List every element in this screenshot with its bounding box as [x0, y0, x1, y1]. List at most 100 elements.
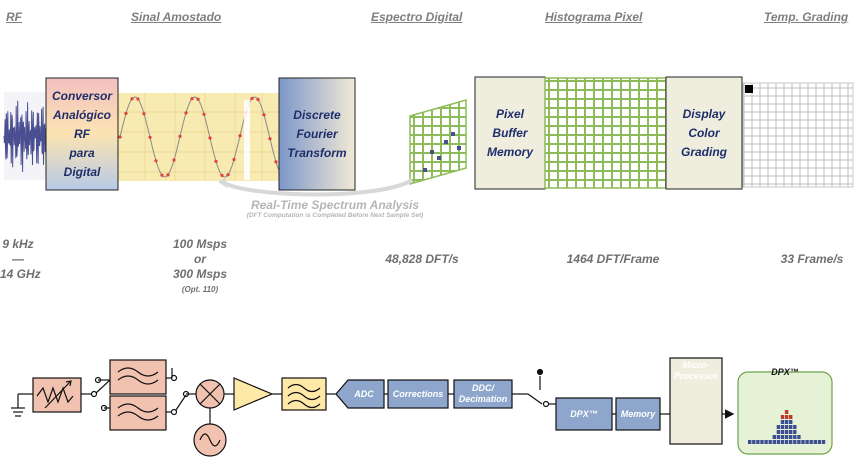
- stat-sample-rate: 100 Msps or 300 Msps (Opt. 110): [160, 237, 240, 297]
- memory-block: [615, 397, 661, 431]
- sample-point: [190, 97, 194, 101]
- histogram-cell: [760, 440, 764, 444]
- adc-label: ADC: [354, 388, 374, 399]
- sample-point: [262, 113, 266, 117]
- color-grading-box: [665, 76, 743, 190]
- sample-point: [220, 173, 224, 177]
- sample-point: [118, 135, 122, 139]
- histogram-cell: [784, 410, 789, 414]
- histogram-cell: [793, 440, 797, 444]
- display-title: DPX™: [771, 366, 799, 377]
- converter-line-4: para: [69, 145, 95, 160]
- histogram-cell: [813, 440, 817, 444]
- amplifier: [233, 377, 274, 411]
- pixel-buffer-line-2: Buffer: [492, 125, 528, 140]
- histogram-cell: [776, 440, 781, 444]
- histogram-cell: [801, 440, 805, 444]
- converter-line-3: RF: [74, 126, 90, 141]
- histogram-cell: [756, 440, 760, 444]
- histogram-cell: [752, 440, 756, 444]
- histogram-cell: [789, 415, 793, 419]
- sample-point: [172, 158, 176, 162]
- sampled-signal-panel: [118, 93, 281, 181]
- histogram-cell: [805, 440, 809, 444]
- header-sampled-signal: Sinal Amostado: [131, 10, 222, 24]
- preselector-filter-bottom: [109, 395, 167, 431]
- histogram-cell: [817, 440, 822, 444]
- rf-range-dash: —: [12, 252, 24, 266]
- sample-rate-1: 100 Msps: [172, 237, 228, 251]
- histogram-cell: [789, 420, 793, 424]
- sample-point: [250, 96, 254, 101]
- color-grading-line-1: Display: [682, 106, 726, 121]
- rta-subtitle: (DFT Computation is Completed Before Nex…: [246, 212, 424, 219]
- histogram-cell: [789, 440, 793, 444]
- sample-point: [208, 136, 212, 140]
- pixel-histogram-grid: [544, 77, 668, 189]
- dft-box: [278, 77, 356, 191]
- histogram-cell: [780, 420, 785, 424]
- ddc-line-2: Decimation: [458, 394, 508, 404]
- ddc-label: DDC/Decimation: [454, 380, 512, 408]
- histogram-cell: [784, 425, 789, 429]
- histogram-cell: [780, 440, 785, 444]
- histogram-cell: [780, 415, 785, 419]
- preselector-filter-top: [109, 359, 167, 395]
- sample-point: [256, 97, 260, 102]
- sample-point: [136, 97, 140, 101]
- histogram-cell: [780, 425, 785, 429]
- sample-rate-note: (Opt. 110): [181, 285, 219, 294]
- sample-point: [178, 134, 182, 138]
- rf-range-low: 9 kHz: [2, 237, 34, 251]
- histogram-cell: [768, 440, 772, 444]
- histogram-cell: [789, 425, 793, 429]
- temp-grading-grid: [742, 82, 854, 188]
- sample-point: [226, 173, 230, 177]
- processor-line-1: Micro-: [682, 360, 710, 370]
- stat-dft-per-frame: 1464 DFT/Frame: [566, 252, 660, 266]
- histogram-cell: [772, 435, 776, 439]
- histogram-cell: [780, 435, 785, 439]
- sample-point: [166, 173, 170, 177]
- histogram-cell: [776, 425, 781, 429]
- ddc-line-1: DDC/: [471, 383, 494, 393]
- digital-spectrum-grid: [409, 99, 467, 185]
- dpx-display-histogram: [748, 410, 826, 444]
- stat-dft-rate: 48,828 DFT/s: [385, 252, 459, 266]
- histogram-cell: [780, 430, 785, 434]
- sample-point: [268, 137, 272, 141]
- converter-line-1: Conversor: [51, 88, 113, 103]
- corrections-block: [387, 379, 449, 409]
- dpx-label: DPX™: [570, 408, 598, 419]
- pixel-buffer-line-1: Pixel: [495, 106, 524, 121]
- rta-loop-arrow: [221, 178, 414, 197]
- histogram-cell: [784, 420, 789, 424]
- dft-line-1: Discrete: [293, 107, 341, 122]
- histogram-cell: [784, 440, 789, 444]
- processor-label: Micro-Processor: [670, 360, 722, 394]
- rta-title: Real-Time Spectrum Analysis: [250, 198, 420, 212]
- sample-point: [196, 97, 200, 101]
- memory-label: Memory: [620, 408, 656, 419]
- processor-line-2: Processor: [673, 371, 719, 381]
- histogram-cell: [764, 440, 768, 444]
- histogram-cell: [772, 440, 776, 444]
- dft-line-3: Transform: [287, 145, 347, 160]
- corrections-label: Corrections: [392, 388, 444, 399]
- stat-rf-range: 9 kHz — 14 GHz: [0, 237, 41, 282]
- stat-frame-rate: 33 Frame/s: [780, 252, 844, 266]
- rta-caption: Real-Time Spectrum Analysis (DFT Computa…: [195, 198, 475, 219]
- sample-point: [154, 159, 158, 163]
- histogram-cell: [789, 430, 793, 434]
- sample-point: [160, 173, 164, 177]
- converter-line-5: Digital: [63, 164, 101, 179]
- histogram-cell: [789, 435, 793, 439]
- histogram-cell: [784, 415, 789, 419]
- histogram-cell: [809, 440, 813, 444]
- sample-point: [274, 160, 278, 164]
- histogram-cell: [793, 425, 797, 429]
- histogram-cell: [793, 435, 797, 439]
